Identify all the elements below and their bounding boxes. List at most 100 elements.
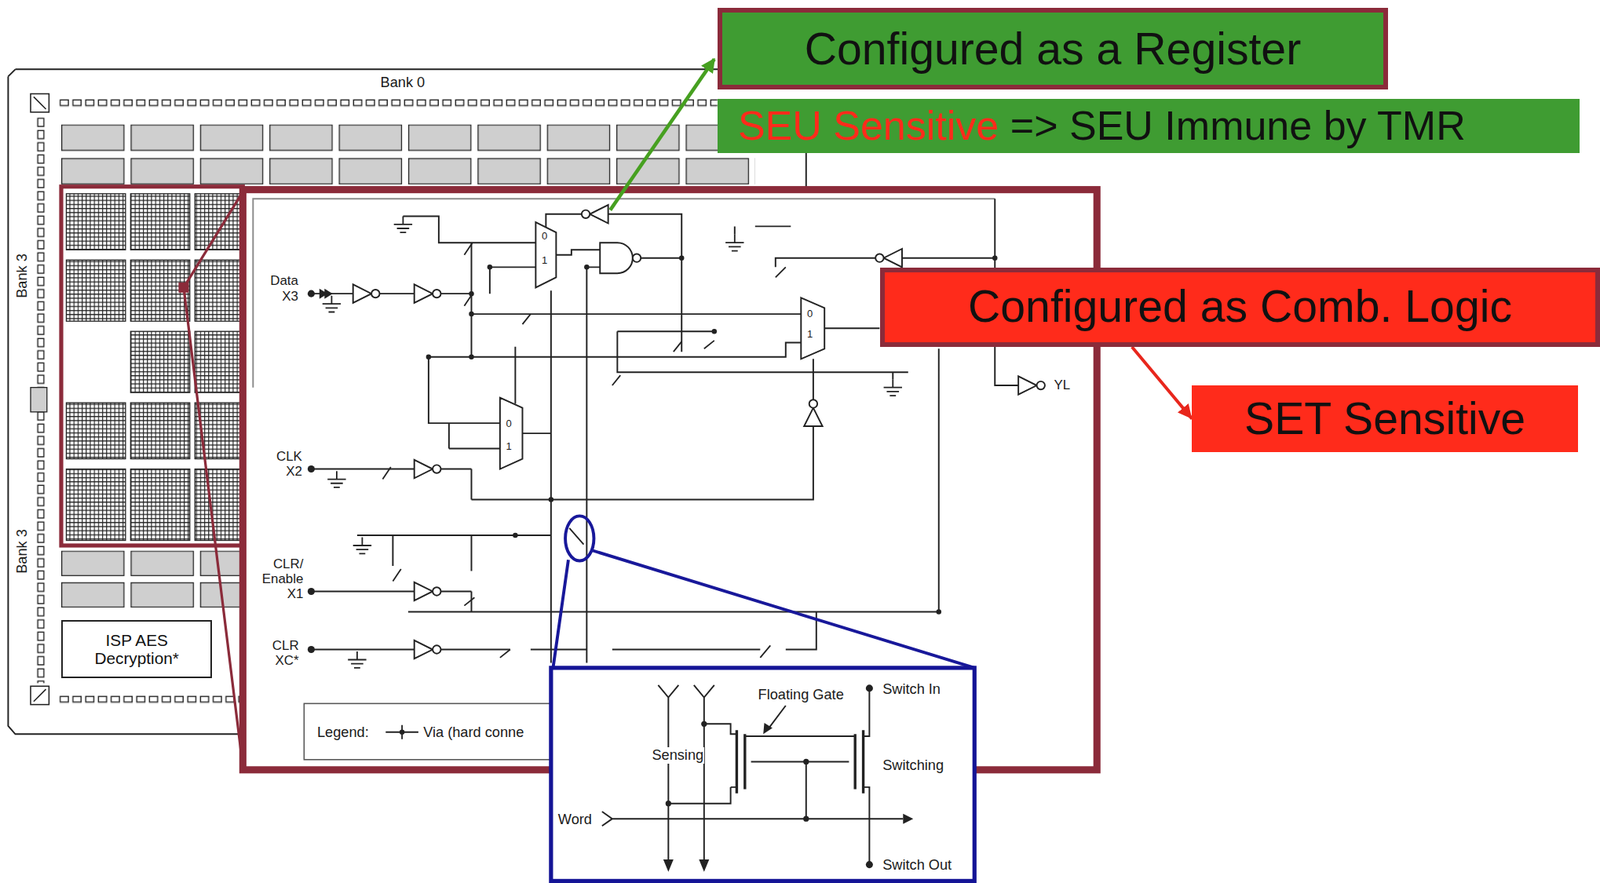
terminal-dot: [865, 861, 874, 869]
switch-detail-box: [551, 668, 975, 882]
ground-symbol: [725, 234, 744, 252]
terminal-label: Switch In: [881, 681, 942, 698]
pin-dot: [307, 290, 315, 298]
legend-box: [303, 703, 556, 760]
ram-block-row: [61, 124, 756, 185]
mux-input-label: 0: [540, 230, 548, 243]
junction-dot: [468, 311, 474, 317]
zoom-region: [61, 186, 243, 546]
inverter-symbol: [414, 582, 442, 601]
junction-dot: [992, 255, 998, 260]
inverter-symbol: [414, 640, 442, 659]
junction-dot: [665, 800, 672, 807]
junction-dot: [548, 496, 554, 502]
junction-dot: [487, 264, 493, 270]
connectors: [1132, 347, 1193, 420]
arrow-connector: [1132, 347, 1193, 420]
corner-pad: [33, 689, 47, 702]
corner-pad: [30, 94, 49, 113]
terminal-dots: [665, 684, 874, 869]
ground-symbol: [884, 379, 903, 396]
junction-dot: [512, 533, 518, 538]
ground-symbol: [327, 471, 346, 488]
ram-block-row: [61, 551, 243, 609]
logic-tile: [65, 469, 125, 541]
io-pad-row: [58, 695, 243, 704]
set-callout: SET Sensitive: [1191, 385, 1578, 453]
callout-text: SEU Sensitive: [737, 102, 999, 150]
logic-tile: [130, 259, 190, 322]
inverter-symbol: [353, 284, 380, 303]
junction-dot: [584, 264, 589, 270]
seu-band: SEU Sensitive=> SEU Immune by TMR: [717, 98, 1581, 154]
logic-tile: [65, 193, 125, 250]
signal-label: Word: [557, 811, 593, 829]
corner-pad: [33, 96, 47, 110]
aes-block: ISP AES Decryption*: [61, 620, 212, 679]
inverter-symbol: [875, 248, 903, 267]
pin-label: CLR/ Enable X1: [261, 556, 305, 603]
output-label: YL: [1053, 377, 1072, 393]
mux-symbol: [500, 398, 523, 470]
pin-dot: [307, 588, 315, 596]
logic-tile: [65, 402, 125, 459]
io-bank-block: [30, 387, 48, 413]
logic-tile-array: [65, 193, 254, 541]
inverter-symbol: [803, 399, 822, 427]
mux-input-label: 1: [540, 255, 548, 267]
junction-dot: [803, 816, 809, 822]
bank-label: Bank 3: [14, 252, 31, 300]
mux-symbol: [800, 297, 825, 359]
ground-symbol: [353, 537, 372, 555]
junction-dot: [712, 328, 717, 334]
legend-text: Via (hard conne: [422, 724, 525, 742]
mux-input-label: 1: [806, 328, 814, 341]
via-symbol: [385, 725, 419, 740]
junction-dot: [803, 759, 809, 765]
pin-dot: [307, 465, 315, 473]
transistor-gate: [736, 730, 863, 794]
callout-text: ISP AES Decryption*: [69, 631, 205, 669]
mux-input-label: 1: [505, 441, 513, 453]
inverter-symbol: [414, 284, 442, 303]
zoom-source-tile: [178, 282, 189, 293]
callout-text: Configured as Comb. Logic: [968, 281, 1513, 333]
pin-dot: [307, 646, 315, 654]
logic-tile: [130, 331, 190, 393]
callout-text: SET Sensitive: [1244, 393, 1526, 446]
bank-label: Bank 3: [14, 528, 31, 575]
junction-dot: [426, 354, 432, 359]
terminal-label: Switch Out: [881, 857, 953, 874]
via-symbol: [399, 729, 405, 735]
junction-dot: [679, 255, 684, 260]
nand-gate: [599, 242, 633, 274]
switch-highlight: [565, 515, 594, 561]
register-leader: [610, 58, 715, 210]
nand-bubble: [632, 253, 641, 262]
arrowhead: [663, 723, 914, 873]
ground-symbol: [394, 215, 413, 233]
junction-dot: [936, 609, 942, 614]
logic-tile: [130, 469, 190, 541]
junction-dot: [701, 721, 707, 727]
programmable-switch: [382, 242, 786, 658]
junction-dot: [468, 354, 474, 359]
io-pad-row: [58, 98, 717, 107]
component-label: Floating Gate: [757, 686, 845, 704]
pin-label: CLK X2: [275, 449, 304, 480]
comb-logic-callout: Configured as Comb. Logic: [880, 267, 1600, 348]
component-label: Sensing: [650, 747, 705, 764]
callout-text: => SEU Immune by TMR: [1010, 102, 1466, 150]
detail-leader: [552, 551, 975, 669]
ground-symbol: [322, 295, 341, 313]
junction-dot: [468, 291, 474, 296]
logic-tile: [130, 402, 190, 459]
inverter-symbol: [414, 460, 442, 479]
corner-pad: [30, 686, 49, 705]
inverter-symbol: [1018, 376, 1045, 395]
corner-pad: [30, 94, 49, 706]
mux-input-label: 0: [505, 418, 513, 431]
terminal-dot: [865, 684, 874, 692]
mux-input-label: 0: [806, 308, 814, 321]
